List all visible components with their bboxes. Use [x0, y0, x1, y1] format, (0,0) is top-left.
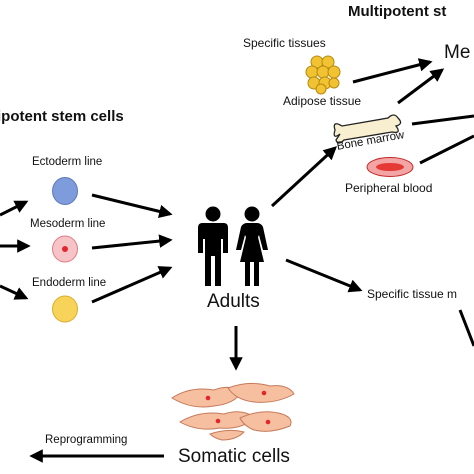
adults-label: Adults	[207, 291, 260, 312]
endoderm-cell-icon	[52, 295, 78, 323]
arrow-blood-right	[419, 134, 474, 165]
arrow-bone-marrow-right	[411, 114, 474, 126]
adipose-tissue-icon	[305, 55, 341, 95]
arrow-left-to-ectoderm	[0, 200, 29, 217]
arrow-specific-tissue-down	[458, 309, 474, 347]
bone-icon	[333, 114, 402, 144]
arrow-adipose-to-me	[352, 58, 433, 84]
arrow-endoderm-to-adults	[91, 266, 173, 304]
arrow-adults-to-specific-tissue	[285, 258, 363, 293]
arrow-adults-to-bone-marrow	[270, 146, 337, 208]
arrow-left-to-endoderm	[0, 284, 29, 300]
specific-tissue-m-label: Specific tissue m	[367, 287, 458, 301]
multipotent-heading: Multipotent st	[348, 3, 447, 20]
adipose-tissue-label: Adipose tissue	[283, 94, 362, 108]
arrow-bone-marrow-to-me	[397, 68, 445, 105]
specific-tissues-label: Specific tissues	[243, 36, 326, 50]
adults-figures-icon	[198, 206, 268, 286]
somatic-cells-label: Somatic cells	[178, 446, 290, 467]
ectoderm-label: Ectoderm line	[32, 156, 103, 168]
blood-cell-icon	[366, 157, 414, 177]
somatic-cells-icon	[171, 382, 295, 441]
reprogramming-label: Reprogramming	[45, 434, 128, 446]
mesoderm-label: Mesoderm line	[30, 218, 106, 230]
peripheral-blood-label: Peripheral blood	[345, 181, 433, 195]
endoderm-label: Endoderm line	[32, 277, 107, 289]
arrow-mesoderm-to-adults	[91, 234, 173, 250]
pluripotent-heading: ipotent stem cells	[0, 108, 124, 125]
me-label: Me	[444, 42, 471, 63]
arrow-ectoderm-to-adults	[91, 193, 173, 219]
ectoderm-cell-icon	[52, 177, 78, 205]
mesoderm-cell-icon	[52, 235, 78, 263]
